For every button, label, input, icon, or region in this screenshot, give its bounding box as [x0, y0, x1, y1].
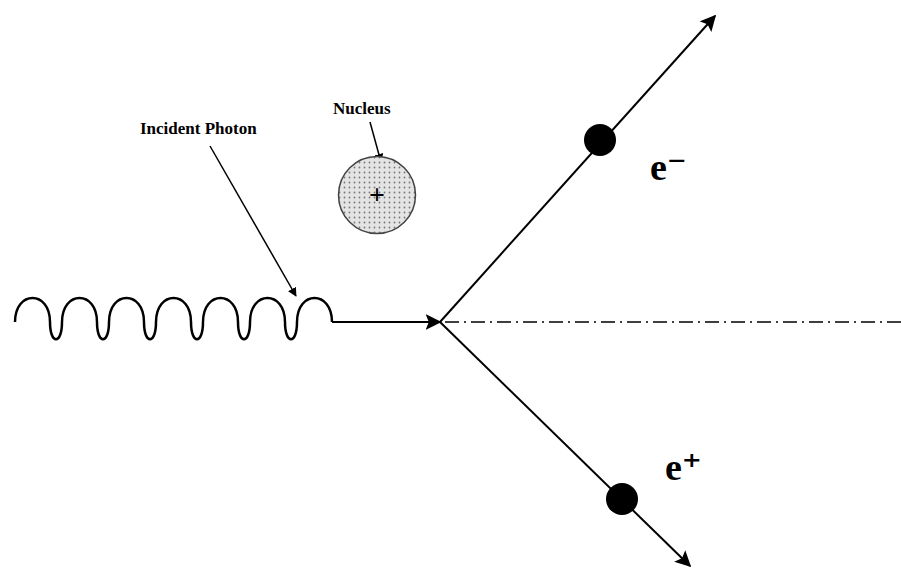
- nucleus-circle: +: [337, 155, 417, 235]
- electron-track: [440, 16, 715, 322]
- positron-track: [440, 322, 690, 566]
- electron-dot: [584, 124, 616, 156]
- charge-sign: +: [369, 181, 385, 209]
- photon-label: Incident Photon: [140, 120, 257, 137]
- axis-line: [445, 321, 901, 322]
- nucleus-label: Nucleus: [333, 100, 391, 117]
- positron-dot: [606, 483, 638, 515]
- electron-label: e⁻: [650, 148, 687, 186]
- photon-wave: [15, 298, 332, 339]
- leader-line: [210, 146, 296, 296]
- photon-line: [332, 321, 440, 323]
- positron-label: e⁺: [665, 448, 702, 486]
